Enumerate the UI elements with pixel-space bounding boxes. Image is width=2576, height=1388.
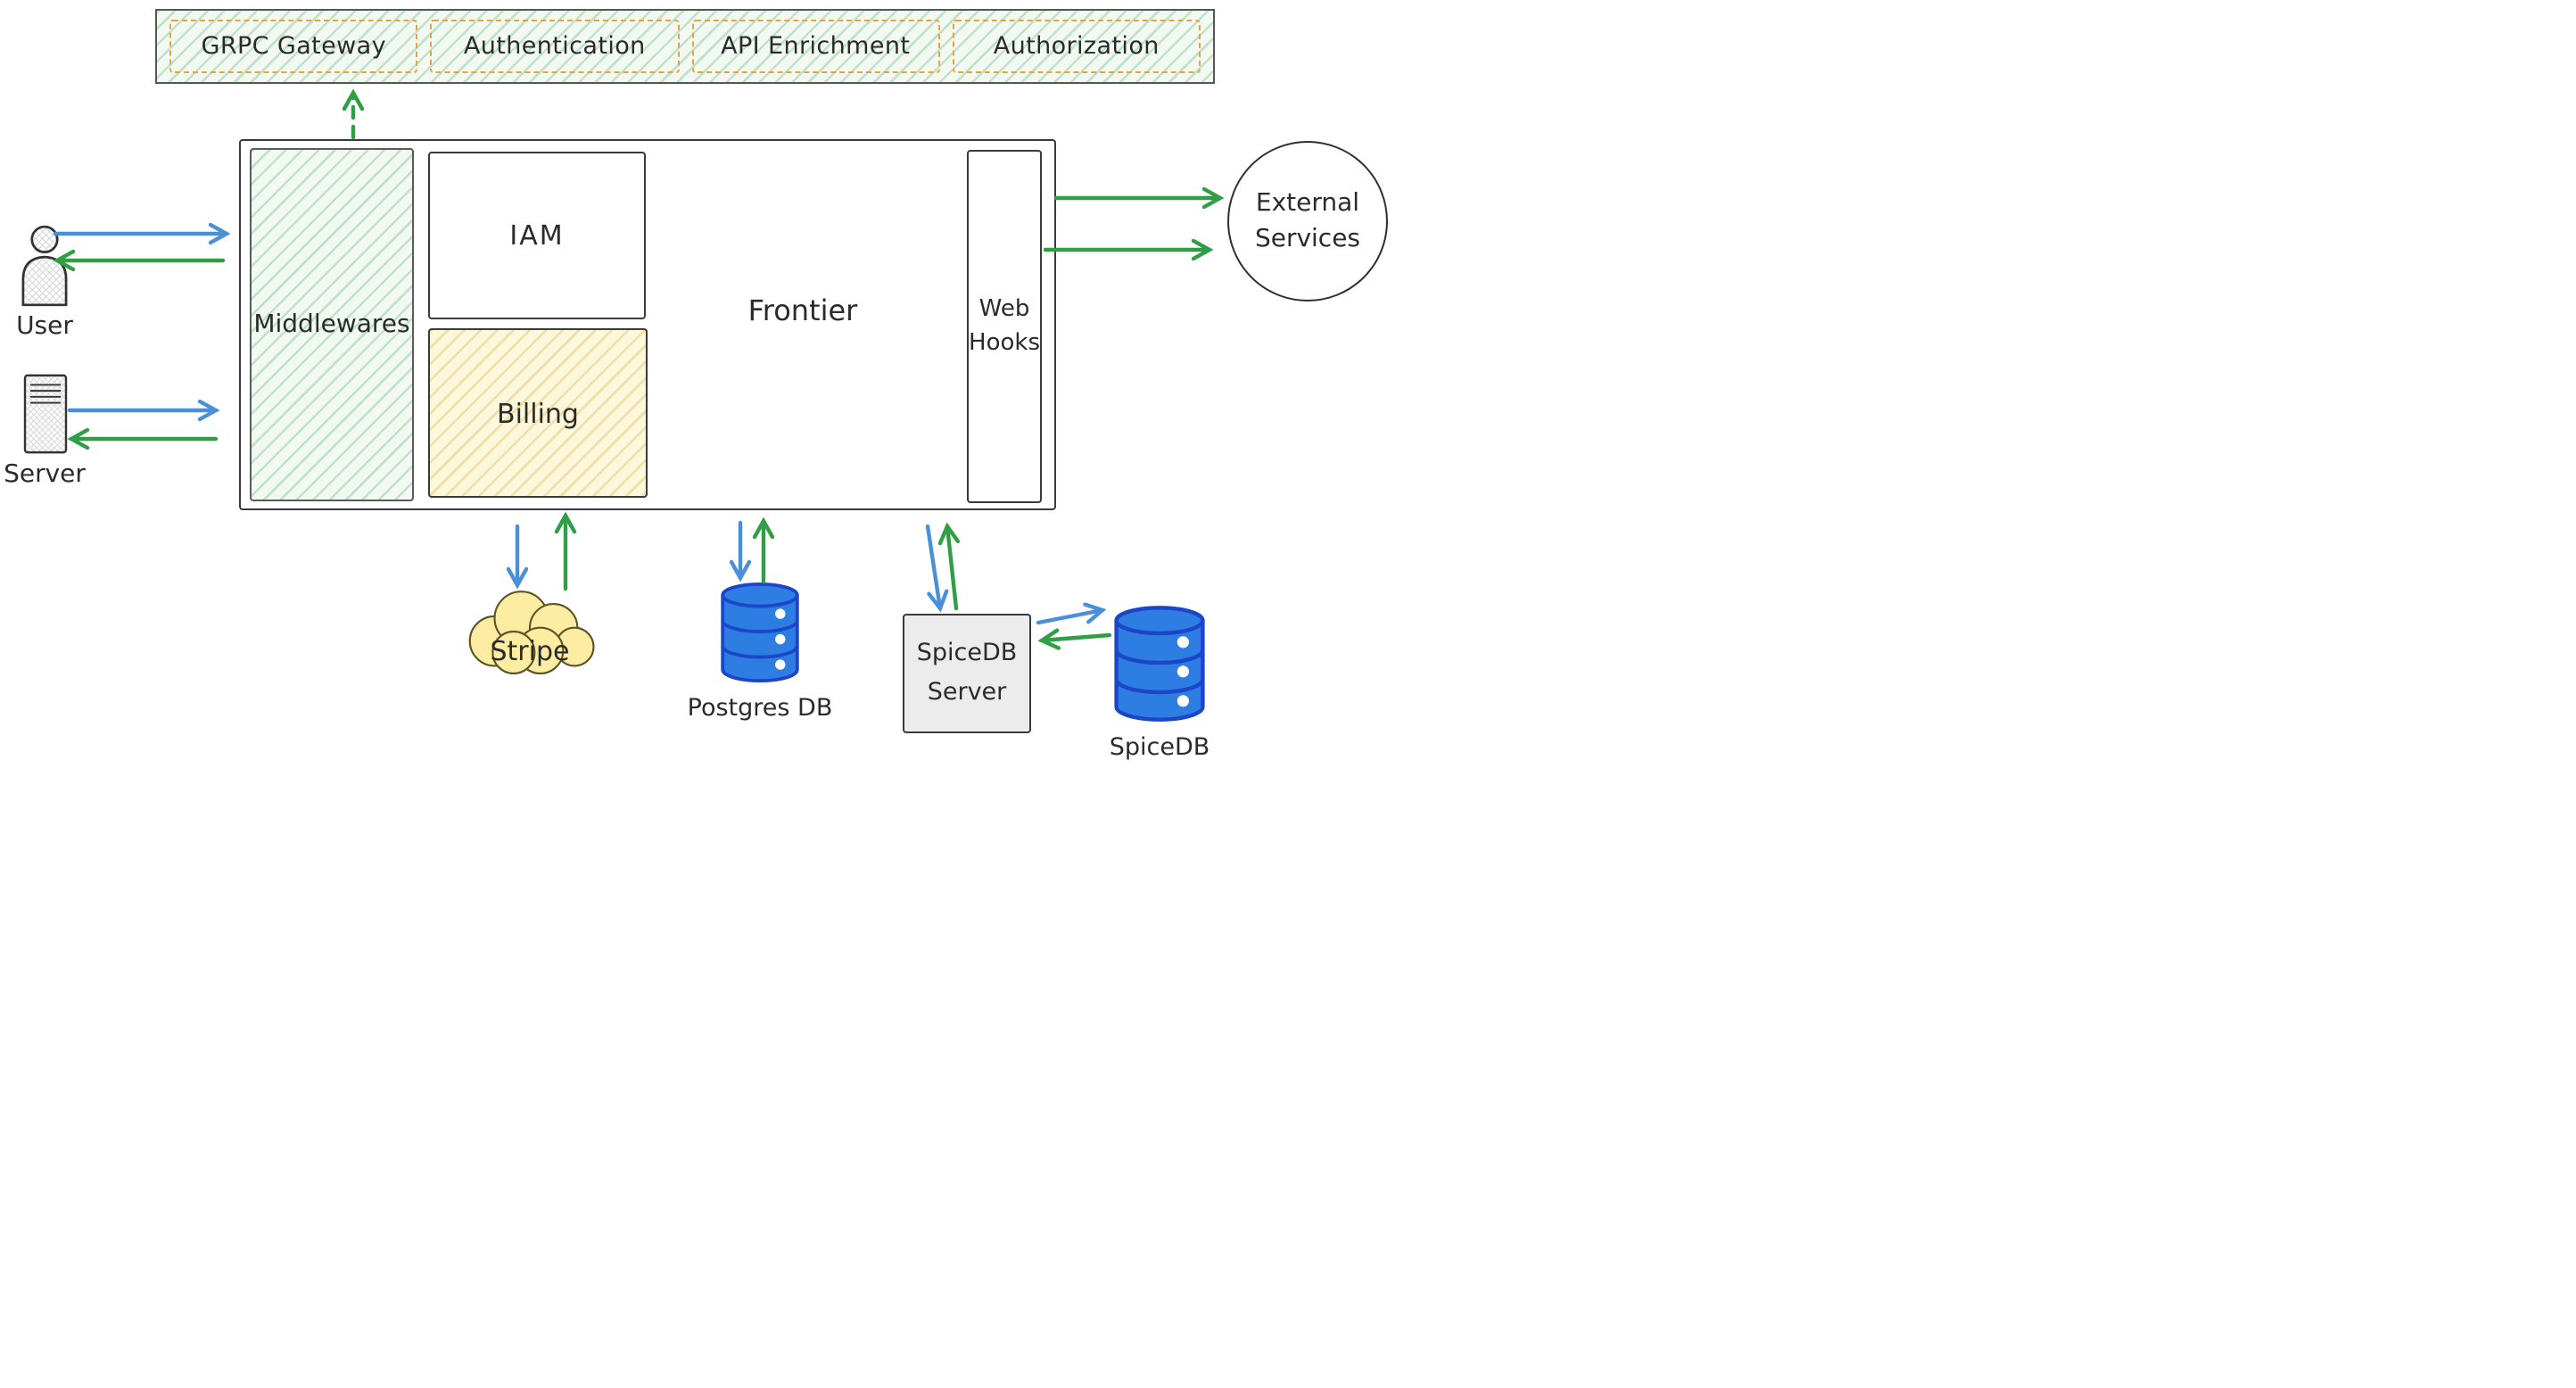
- server-icon: [22, 374, 67, 454]
- user-actor: User: [4, 225, 86, 341]
- postgres-label: Postgres DB: [687, 694, 833, 723]
- user-icon: [21, 225, 68, 307]
- server-label: Server: [4, 460, 86, 489]
- stripe-cloud-icon: [468, 591, 595, 674]
- spicedb-db-icon: [1114, 606, 1205, 722]
- gateway-bar: GRPC Gateway Authentication API Enrichme…: [155, 9, 1215, 84]
- middlewares-box: Middlewares: [250, 148, 414, 501]
- frontier-label: Frontier: [747, 293, 858, 327]
- user-label: User: [16, 312, 73, 341]
- gateway-item-authentication: Authentication: [430, 20, 679, 73]
- spicedb-server-node: SpiceDB Server: [903, 614, 1031, 733]
- arrow-spicedb-server-to-frontier: [937, 522, 961, 611]
- spicedb-node: SpiceDB: [1092, 605, 1227, 762]
- arrow-frontier-to-spicedb-server: [925, 524, 949, 613]
- external-services-node: External Services: [1227, 141, 1388, 302]
- postgres-db-icon: [721, 582, 799, 683]
- gateway-item-authorization: Authorization: [952, 20, 1201, 73]
- spicedb-label: SpiceDB: [1109, 733, 1210, 762]
- gateway-item-api-enrichment: API Enrichment: [691, 20, 940, 73]
- webhooks-box: Web Hooks: [967, 150, 1042, 503]
- postgres-node: Postgres DB: [680, 582, 840, 723]
- server-actor: Server: [4, 373, 86, 489]
- billing-box: Billing: [428, 328, 648, 498]
- gateway-item-grpc-gateway: GRPC Gateway: [169, 20, 418, 73]
- stripe-node: Stripe: [458, 583, 601, 683]
- iam-box: IAM: [428, 152, 646, 319]
- stripe-label: Stripe: [490, 635, 570, 667]
